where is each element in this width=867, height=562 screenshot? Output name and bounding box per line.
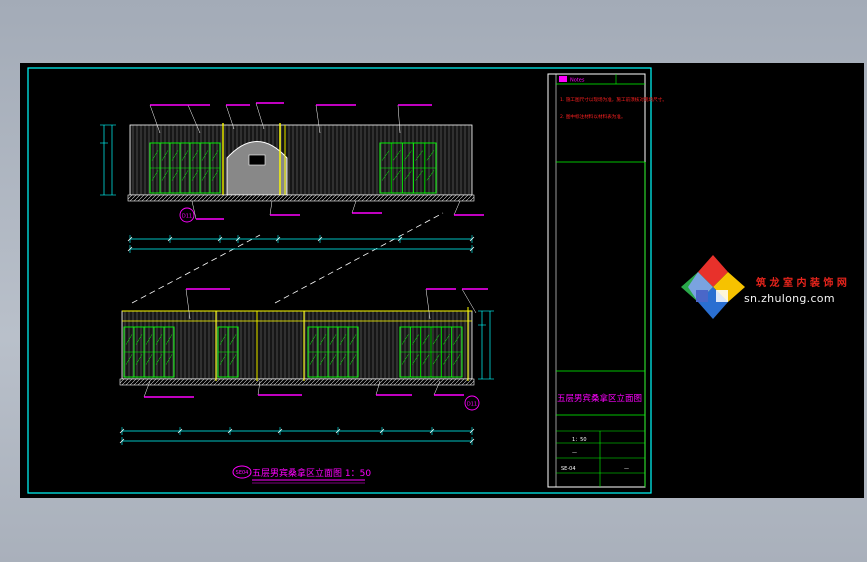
guide-line-right <box>274 212 444 304</box>
drawing-title: 五层男宾桑拿区立面图 1：50 <box>252 467 371 479</box>
sheet-frame <box>27 67 652 494</box>
upper-glass-grids <box>149 142 437 194</box>
title-block-border <box>547 73 646 488</box>
section-marker-upper: D11 <box>179 207 195 223</box>
annotation-leaders <box>143 102 488 398</box>
title-block-code: SE-04 <box>561 466 576 472</box>
detail-marker-b: D11 <box>467 402 477 408</box>
title-section-marker: SE04 <box>236 470 249 476</box>
upper-wall-panel <box>129 124 473 196</box>
title-block-panel: Notes 1. 施工图尺寸以现场为准，施工前须核对现场尺寸。 2. 图中标注材… <box>547 73 667 488</box>
detail-marker-a: D11 <box>182 214 192 220</box>
dimension-chains <box>100 124 494 445</box>
lower-floor-line <box>119 378 475 386</box>
title-block-dash-2: — <box>624 466 629 472</box>
lower-glass-grids <box>123 326 463 378</box>
upper-floor-line <box>127 194 475 202</box>
title-block-drawing-name: 五层男宾桑拿区立面图 <box>557 393 642 404</box>
title-block-dash: — <box>572 450 577 456</box>
lower-elevation: D11 <box>119 307 480 411</box>
drawing-title-block: SE04 五层男宾桑拿区立面图 1：50 <box>232 465 371 484</box>
upper-arch-sign <box>248 154 266 166</box>
note-2: 2. 图中标注材料以材料表为准。 <box>560 113 626 120</box>
zhulong-logo-icon <box>681 255 745 319</box>
title-section-bubble <box>232 465 252 479</box>
watermark-url: sn.zhulong.com <box>744 292 835 305</box>
cad-drawing-canvas: D11 D11 SE04 <box>27 67 667 494</box>
note-1: 1. 施工图尺寸以现场为准，施工前须核对现场尺寸。 <box>560 96 667 103</box>
watermark: 筑 龙 室 内 装 饰 网 sn.zhulong.com <box>678 252 858 322</box>
upper-elevation: D11 <box>127 123 475 223</box>
upper-arch-opening <box>226 141 288 196</box>
watermark-brand: 筑 龙 室 内 装 饰 网 <box>756 278 847 289</box>
guide-line-left <box>131 234 261 304</box>
title-block-scale: 1：50 <box>572 437 587 443</box>
notes-header: Notes <box>570 78 585 84</box>
lower-wall-panel <box>121 310 473 380</box>
section-marker-lower: D11 <box>464 395 480 411</box>
